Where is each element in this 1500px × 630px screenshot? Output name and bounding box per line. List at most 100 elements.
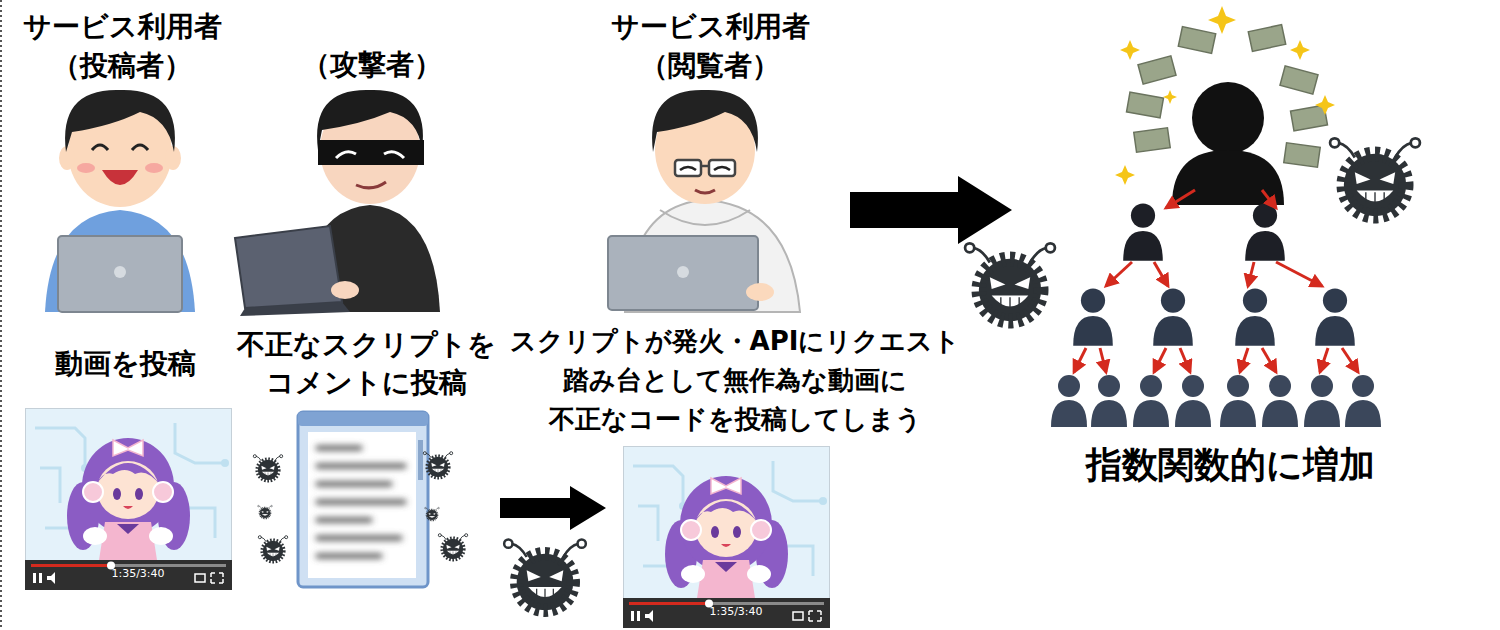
growth-caption: 指数関数的に増加 — [1086, 442, 1375, 489]
spread-tree — [1051, 190, 1381, 427]
illustration-g — [1073, 289, 1355, 346]
virus-icon — [258, 505, 273, 518]
illustration-path — [132, 145, 148, 150]
attacker-figure — [235, 90, 440, 316]
illustration-line — [318, 500, 404, 505]
role-label: （攻撃者） — [302, 46, 442, 85]
illustration-rect — [1138, 56, 1176, 84]
illustration-path — [356, 182, 386, 188]
role-label: サービス利用者 （閲覧者） — [601, 8, 819, 85]
illustration-use — [1220, 375, 1256, 427]
virus-icon — [1330, 138, 1420, 216]
illustration-ellipse — [145, 163, 163, 173]
illustration-line — [318, 446, 360, 451]
illustration-rect — [1280, 66, 1318, 94]
virus-icon — [258, 536, 287, 562]
illustration-path — [1115, 165, 1135, 185]
illustration-line — [1262, 190, 1276, 208]
illustration-line — [318, 464, 404, 469]
viewer-figure — [608, 90, 800, 312]
illustration-rect — [1178, 27, 1215, 54]
comment-document — [298, 412, 428, 587]
illustration-use — [1091, 375, 1127, 427]
illustration-use — [1123, 204, 1163, 261]
illustration-line — [1240, 348, 1248, 372]
illustration-use — [1175, 375, 1211, 427]
illustration-use — [1245, 204, 1285, 261]
illustration-path — [384, 152, 404, 158]
illustration-line — [318, 536, 400, 541]
illustration-path — [45, 210, 195, 312]
step-caption: 動画を投稿 — [55, 346, 196, 382]
illustration-circle — [677, 266, 689, 278]
virus-icon — [253, 455, 282, 481]
step-caption: 不正なスクリプトを コメントに投稿 — [230, 326, 502, 402]
illustration-rect — [58, 236, 182, 312]
illustration-path — [660, 210, 750, 225]
illustration-line — [1100, 348, 1106, 372]
illustration-rect — [608, 236, 758, 310]
illustration-line — [318, 482, 390, 487]
illustration-g — [1074, 190, 1358, 372]
illustration-rect — [675, 160, 701, 176]
step-caption: スクリプトが発火・APIにリクエスト 踏み台として無作為な動画に 不正なコードを… — [504, 322, 966, 439]
illustration-path — [1208, 6, 1236, 34]
page-border — [0, 0, 2, 630]
illustration-path — [714, 167, 730, 170]
illustration-g — [1051, 375, 1381, 427]
flow-arrow — [500, 486, 606, 530]
illustration-path — [336, 152, 356, 158]
illustration-path — [680, 167, 696, 170]
illustration-path — [1163, 90, 1177, 104]
illustration-use — [1235, 289, 1275, 346]
illustration-path — [695, 190, 715, 193]
illustration-line — [1166, 190, 1195, 208]
illustration-line — [1320, 348, 1328, 372]
illustration-use — [1153, 289, 1193, 346]
illustration-rect — [298, 412, 428, 426]
virus-icon — [423, 452, 452, 478]
illustration-line — [1154, 262, 1168, 286]
illustration-path — [92, 145, 108, 150]
video-time: 1:35/3:40 — [111, 567, 164, 580]
illustration-g — [1123, 204, 1285, 261]
illustration-line — [1248, 262, 1254, 286]
illustration-rect — [1134, 128, 1170, 153]
illustration-use — [1262, 375, 1298, 427]
illustration-use — [1133, 375, 1169, 427]
illustration-ellipse — [165, 146, 181, 170]
illustration-path — [102, 170, 138, 185]
top-figure — [1172, 82, 1284, 205]
illustration-ellipse — [77, 163, 95, 173]
illustration-line — [318, 554, 380, 559]
video-player — [623, 447, 830, 629]
illustration-circle — [1192, 82, 1264, 154]
illustration-use — [1051, 375, 1087, 427]
illustration-rect — [298, 412, 428, 587]
illustration-g — [1127, 25, 1328, 168]
illustration-use — [1073, 289, 1113, 346]
illustration-ellipse — [59, 146, 75, 170]
virus-icon — [438, 534, 467, 560]
illustration-rect — [1127, 92, 1164, 118]
illustration-path — [1120, 40, 1140, 60]
illustration-g — [318, 448, 404, 556]
illustration-line — [1262, 348, 1276, 372]
illustration-use — [1304, 375, 1340, 427]
illustration-rect — [1291, 105, 1328, 131]
illustration-line — [1106, 262, 1132, 286]
illustration-path — [1315, 95, 1335, 115]
illustration-line — [318, 518, 370, 523]
illustration-polygon — [240, 302, 350, 316]
illustration-rect — [418, 440, 423, 480]
illustration-path — [1290, 40, 1310, 60]
role-label: サービス利用者 （投稿者） — [13, 8, 231, 85]
illustration-line — [1342, 348, 1358, 372]
illustration-line — [1074, 348, 1086, 372]
illustration-line — [701, 165, 709, 168]
video-time: 1:35/3:40 — [709, 605, 762, 618]
illustration-ellipse — [331, 281, 359, 299]
illustration-ellipse — [746, 283, 774, 301]
